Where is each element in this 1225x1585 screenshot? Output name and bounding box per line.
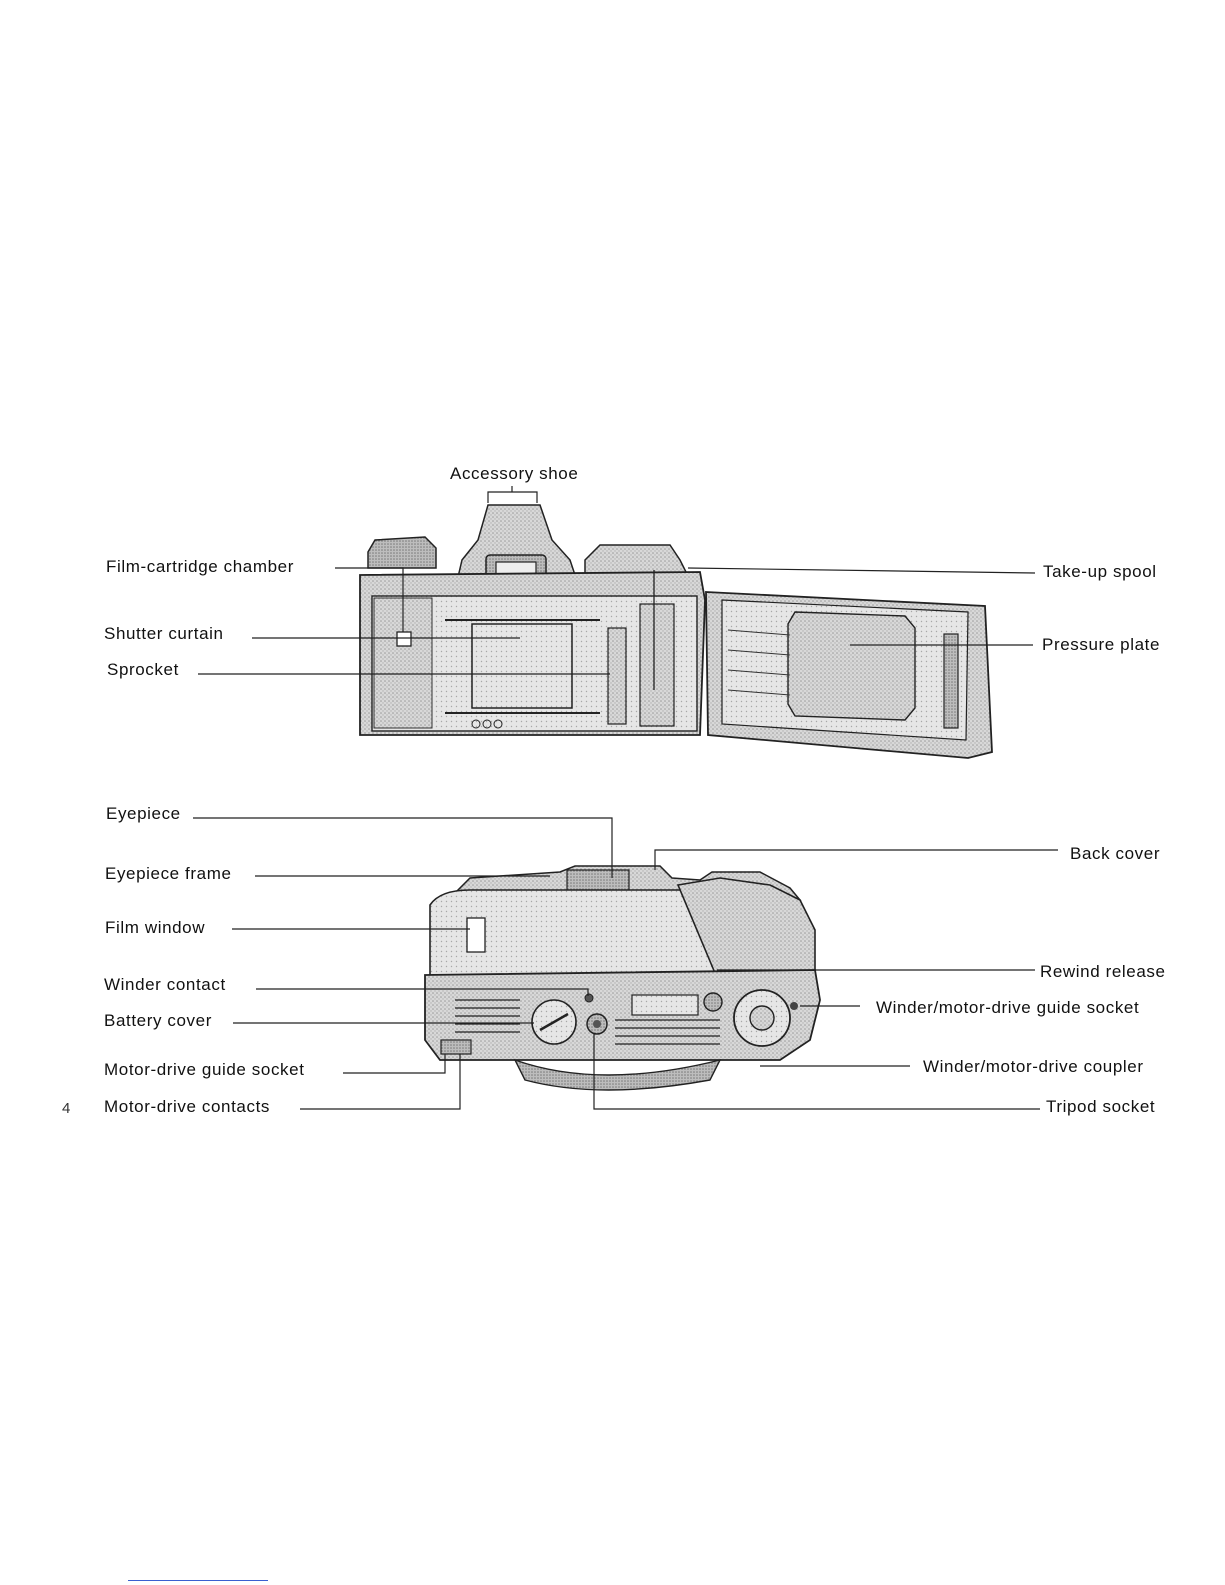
label-pressure-plate: Pressure plate: [1042, 635, 1161, 654]
label-battery-cover: Battery cover: [104, 1011, 212, 1030]
label-take-up-spool: Take-up spool: [1043, 562, 1157, 581]
label-sprocket: Sprocket: [107, 660, 179, 679]
label-winder-motor-drive-coupler: Winder/motor-drive coupler: [923, 1057, 1144, 1076]
label-eyepiece-frame: Eyepiece frame: [105, 864, 232, 883]
camera-back-illustration: [359, 504, 993, 759]
label-winder-motor-drive-guide-socket: Winder/motor-drive guide socket: [876, 998, 1140, 1017]
camera-bottom-illustration: [424, 865, 821, 1091]
label-film-window: Film window: [105, 918, 206, 937]
label-motor-drive-guide-socket: Motor-drive guide socket: [104, 1060, 305, 1079]
footer-rule: [128, 1580, 268, 1581]
label-tripod-socket: Tripod socket: [1046, 1097, 1156, 1116]
label-accessory-shoe: Accessory shoe: [450, 464, 579, 483]
label-motor-drive-contacts: Motor-drive contacts: [104, 1097, 270, 1116]
leader-lines: [193, 486, 1058, 1110]
label-eyepiece: Eyepiece: [106, 804, 181, 823]
label-shutter-curtain: Shutter curtain: [104, 624, 224, 643]
label-rewind-release: Rewind release: [1040, 962, 1166, 981]
label-back-cover: Back cover: [1070, 844, 1161, 863]
page-number: 4: [62, 1100, 71, 1117]
label-film-cartridge-chamber: Film-cartridge chamber: [106, 557, 294, 576]
label-winder-contact: Winder contact: [104, 975, 226, 994]
